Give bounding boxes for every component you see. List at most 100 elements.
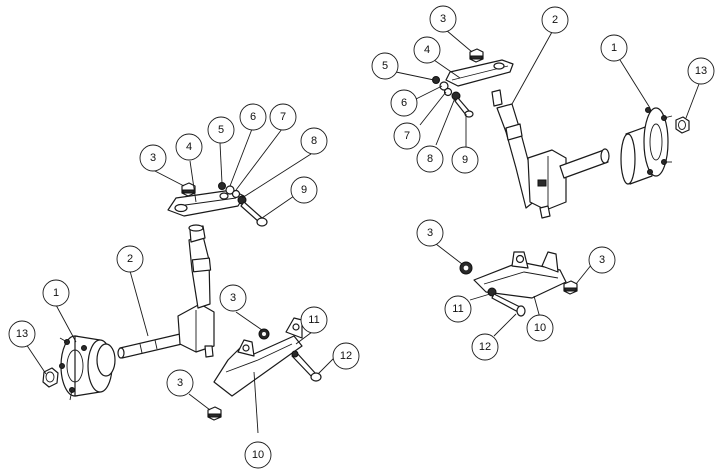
callout-r-1: 1 xyxy=(600,34,628,62)
callout-label: 1 xyxy=(611,42,617,54)
callout-label: 7 xyxy=(280,111,286,123)
callout-label: 9 xyxy=(301,184,307,196)
callout-r-8: 8 xyxy=(416,145,444,173)
callout-label: 2 xyxy=(127,253,133,265)
callout-r-6: 6 xyxy=(390,89,418,117)
right-washer-part-3-left xyxy=(459,261,473,275)
callout-label: 3 xyxy=(177,377,183,389)
right-leader-lines xyxy=(395,29,700,337)
callout-label: 10 xyxy=(252,449,264,461)
callout-label: 7 xyxy=(404,130,410,142)
callout-circle xyxy=(116,245,144,273)
callout-label: 2 xyxy=(552,14,558,26)
callout-label: 12 xyxy=(340,350,352,362)
callout-label: 3 xyxy=(440,13,446,25)
left-nut-part-3-bottom xyxy=(207,406,222,421)
callout-circle xyxy=(42,279,70,307)
callout-label: 3 xyxy=(150,152,156,164)
right-lower-arm-part-10 xyxy=(473,251,567,299)
callout-l-5: 5 xyxy=(207,116,235,144)
callout-circle xyxy=(390,89,418,117)
left-spindle-part-2 xyxy=(177,224,215,358)
callout-label: 13 xyxy=(16,328,28,340)
callout-circle xyxy=(166,369,194,397)
callout-circle xyxy=(207,116,235,144)
callout-circle xyxy=(8,320,36,348)
callout-label: 6 xyxy=(401,97,407,109)
callout-label: 3 xyxy=(230,292,236,304)
left-steering-arm-part-4 xyxy=(167,189,245,217)
callout-circle xyxy=(269,103,297,131)
right-nut-part-3-top xyxy=(469,48,484,63)
left-nut-part-3-top xyxy=(181,182,196,197)
callout-l-9: 9 xyxy=(290,176,318,204)
callout-l-7: 7 xyxy=(269,103,297,131)
callout-circle xyxy=(588,246,616,274)
callout-label: 9 xyxy=(462,154,468,166)
callout-r-4: 4 xyxy=(413,36,441,64)
callout-label: 10 xyxy=(534,322,546,334)
callout-circle xyxy=(139,144,167,172)
right-hub-part-1 xyxy=(620,107,673,185)
callout-circle xyxy=(526,314,554,342)
callout-circle xyxy=(429,5,457,33)
callout-circle xyxy=(541,6,569,34)
callout-label: 8 xyxy=(427,153,433,165)
callout-label: 13 xyxy=(695,65,707,77)
callout-label: 3 xyxy=(599,254,605,266)
callout-label: 1 xyxy=(53,287,59,299)
callout-circle xyxy=(239,103,267,131)
callout-r-5: 5 xyxy=(371,52,399,80)
right-bolt-part-9 xyxy=(454,97,474,118)
callout-label: 4 xyxy=(186,141,192,153)
callout-circle xyxy=(687,57,715,85)
callout-l-8: 8 xyxy=(300,127,328,155)
callout-l-13: 13 xyxy=(8,320,36,348)
right-steering-arm-part-4 xyxy=(445,59,514,87)
callout-circle xyxy=(393,122,421,150)
right-washers-parts-5-8 xyxy=(432,76,461,101)
callout-circle xyxy=(471,333,499,361)
callout-circle xyxy=(413,36,441,64)
callout-label: 3 xyxy=(427,227,433,239)
callout-r-7: 7 xyxy=(393,122,421,150)
callout-label: 11 xyxy=(308,314,319,326)
right-spindle-part-2 xyxy=(491,89,610,219)
callout-label: 12 xyxy=(479,341,491,353)
callout-circle xyxy=(600,34,628,62)
callout-l-12: 12 xyxy=(332,342,360,370)
callout-r-3c: 3 xyxy=(588,246,616,274)
right-nut-part-3-right xyxy=(563,280,578,295)
callout-circle xyxy=(175,133,203,161)
right-assembly xyxy=(395,29,700,337)
callout-r-2: 2 xyxy=(541,6,569,34)
callout-circle xyxy=(451,146,479,174)
callout-r-13: 13 xyxy=(687,57,715,85)
left-washer-part-3-mid xyxy=(258,328,270,340)
callout-circle xyxy=(300,127,328,155)
callout-label: 6 xyxy=(250,111,256,123)
callout-circle xyxy=(300,306,328,334)
callout-circle xyxy=(290,176,318,204)
callout-r-11: 11 xyxy=(444,295,472,323)
callout-l-3a: 3 xyxy=(139,144,167,172)
callout-circle xyxy=(416,219,444,247)
callout-circle xyxy=(444,295,472,323)
callout-l-10: 10 xyxy=(244,441,272,469)
left-spindle-axle xyxy=(117,333,183,359)
callout-l-3b: 3 xyxy=(219,284,247,312)
callout-circle xyxy=(416,145,444,173)
callout-l-1: 1 xyxy=(42,279,70,307)
callout-r-3a: 3 xyxy=(429,5,457,33)
callout-label: 4 xyxy=(424,44,430,56)
callout-circle xyxy=(219,284,247,312)
callout-l-4: 4 xyxy=(175,133,203,161)
callout-label: 11 xyxy=(452,303,463,315)
left-hub-part-1 xyxy=(59,335,116,401)
left-nut-part-13 xyxy=(42,367,59,388)
callout-r-9: 9 xyxy=(451,146,479,174)
left-bolt-part-12 xyxy=(291,350,322,382)
callout-circle xyxy=(244,441,272,469)
